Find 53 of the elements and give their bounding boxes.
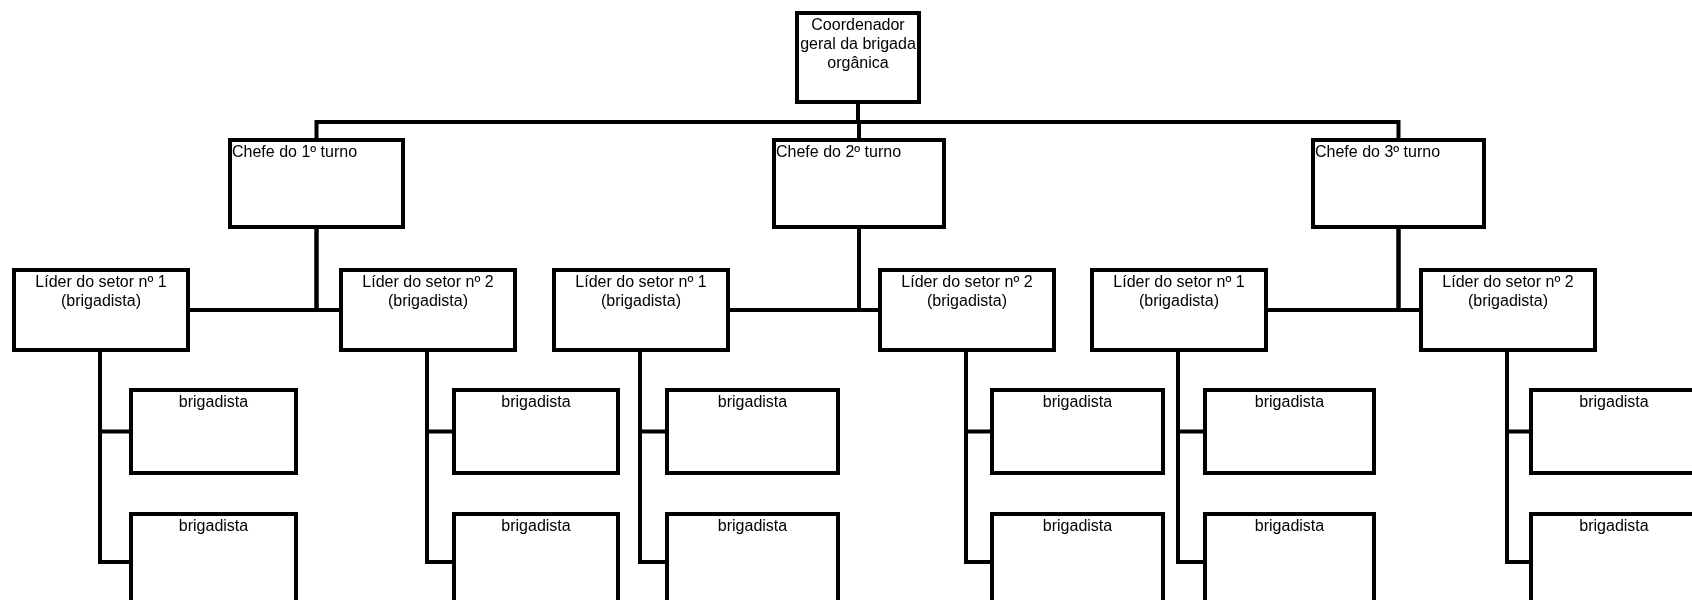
box-label: brigadista (1254, 516, 1325, 535)
connector-line (857, 229, 878, 312)
box-label: Líder do setor nº 2 (brigadista) (1441, 272, 1575, 310)
box-label: brigadista (501, 392, 571, 411)
org-box (1203, 512, 1376, 600)
connector-line (314, 229, 339, 312)
box-label: Coordenador geral da brigada orgânica (799, 15, 917, 72)
box-label: Líder do setor nº 1 (brigadista) (1112, 272, 1246, 310)
org-box (1529, 388, 1692, 475)
org-box (129, 388, 298, 475)
org-box (452, 512, 620, 600)
connector-line (1396, 229, 1419, 312)
box-label: brigadista (178, 392, 249, 411)
connector-line (1505, 352, 1529, 564)
connector-line (98, 352, 129, 564)
org-box (878, 268, 1056, 352)
org-box (795, 11, 921, 104)
org-box (990, 388, 1165, 475)
box-label: brigadista (717, 516, 788, 535)
box-label: brigadista (1042, 516, 1113, 535)
org-box (665, 388, 840, 475)
box-label: brigadista (178, 516, 249, 535)
org-box (129, 512, 298, 600)
box-label: Líder do setor nº 1 (brigadista) (34, 272, 168, 310)
connector-line (425, 352, 452, 564)
box-label: brigadista (1254, 392, 1325, 411)
box-label: brigadista (501, 516, 571, 535)
org-box (665, 512, 840, 600)
org-box (228, 138, 405, 229)
connector-line (1176, 352, 1203, 564)
org-box (552, 268, 730, 352)
org-box (1203, 388, 1376, 475)
box-label: Chefe do 3º turno (1315, 142, 1441, 161)
box-label: brigadista (717, 392, 788, 411)
box-label: brigadista (1579, 392, 1649, 411)
org-box (1311, 138, 1486, 229)
box-label: Líder do setor nº 1 (brigadista) (574, 272, 708, 310)
connector-line (638, 352, 665, 564)
box-label: Chefe do 1º turno (232, 142, 358, 161)
org-box (12, 268, 190, 352)
org-box (339, 268, 517, 352)
box-label: brigadista (1579, 516, 1649, 535)
org-box (1529, 512, 1692, 600)
connector-line (964, 352, 990, 564)
box-label: brigadista (1042, 392, 1113, 411)
box-label: Líder do setor nº 2 (brigadista) (900, 272, 1034, 310)
org-box (990, 512, 1165, 600)
box-label: Chefe do 2º turno (776, 142, 902, 161)
box-label: Líder do setor nº 2 (brigadista) (361, 272, 495, 310)
org-box (1090, 268, 1268, 352)
org-box (1419, 268, 1597, 352)
org-box (452, 388, 620, 475)
org-box (772, 138, 946, 229)
